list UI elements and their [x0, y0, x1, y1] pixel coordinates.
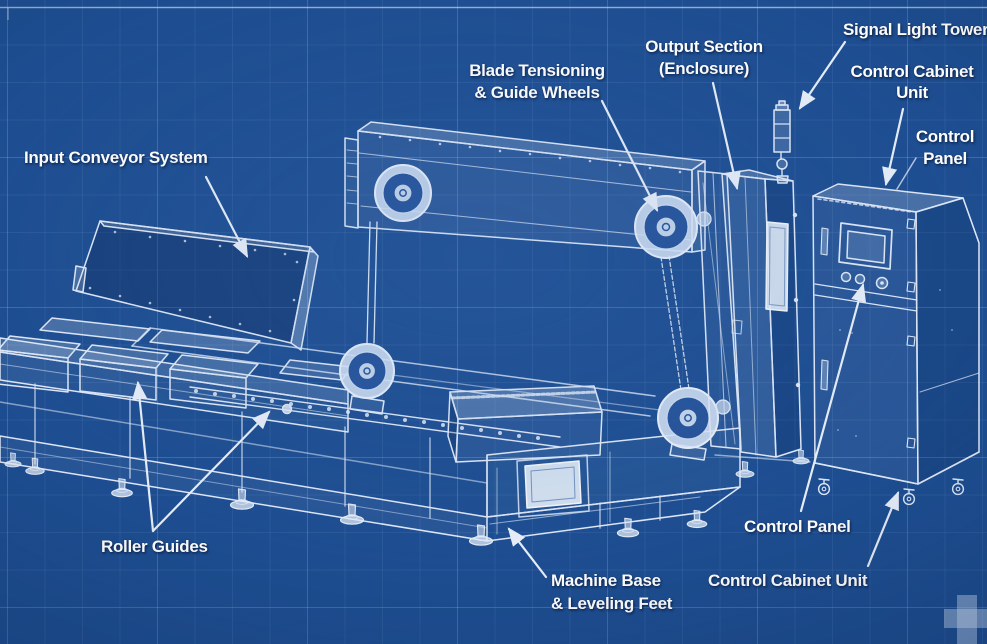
leader-control-cabinet-bottom — [866, 490, 900, 568]
signal-light-tower — [773, 100, 791, 184]
label-line: & Guide Wheels — [474, 83, 600, 102]
lower-left-wheel — [339, 343, 395, 415]
label-line: Panel — [923, 149, 967, 168]
door-hinges — [906, 218, 916, 449]
machine-base-box — [486, 427, 741, 535]
label-line: & Leveling Feet — [551, 594, 673, 613]
base-window-plate — [524, 460, 582, 509]
door-handle — [820, 227, 829, 256]
label-line: (Enclosure) — [658, 59, 750, 78]
leader-roller-guides-left — [132, 380, 155, 533]
output-enclosure — [714, 169, 811, 463]
label-roller-guides: Roller Guides — [101, 537, 208, 556]
saw-blade — [366, 221, 690, 411]
leader-blade-tensioning — [600, 99, 659, 212]
label-control-panel-right: Control Panel — [893, 126, 987, 170]
leader-output-section — [711, 81, 741, 191]
label-line: Control — [915, 127, 975, 146]
label-line: Unit — [896, 83, 928, 102]
roller-guide-blocks — [0, 317, 353, 409]
leader-input-conveyor — [204, 175, 249, 258]
label-line: Machine Base — [551, 571, 661, 590]
enclosure-window — [765, 221, 789, 312]
blade-beam — [344, 121, 706, 253]
input-conveyor-cover — [72, 220, 319, 351]
label-machine-base-leveling-feet: Machine Base & Leveling Feet — [551, 569, 672, 615]
leader-machine-base — [507, 527, 548, 579]
plus-icon — [944, 595, 987, 644]
label-line: Blade Tensioning — [469, 61, 605, 80]
upper-left-wheel — [374, 164, 432, 222]
label-control-panel-bottom: Control Panel — [744, 517, 851, 536]
leader-signal-light-tower — [798, 40, 847, 110]
roller-knob — [281, 403, 293, 415]
clamp-box — [447, 385, 603, 463]
saw-column — [697, 170, 742, 450]
leader-roller-guides-right — [151, 410, 271, 533]
label-line: Control Cabinet — [850, 62, 974, 81]
door-handle — [820, 359, 829, 391]
leader-lines — [132, 40, 917, 579]
leader-control-panel-top — [896, 157, 917, 190]
roller-rail — [189, 386, 561, 448]
control-cabinet — [812, 183, 980, 506]
label-line: Output Section — [645, 37, 763, 56]
lower-right-wheel — [657, 387, 731, 461]
blueprint-frame — [0, 6, 987, 20]
caster-wheels — [817, 478, 965, 506]
label-signal-light-tower: Signal Light Tower — [843, 20, 987, 39]
label-output-section-enclosure: Output Section (Enclosure) — [634, 36, 774, 80]
control-panel-knobs — [840, 271, 889, 290]
label-control-cabinet-unit-bottom: Control Cabinet Unit — [708, 571, 868, 590]
label-control-cabinet-unit-top: Control Cabinet Unit — [846, 61, 978, 103]
leader-control-panel-bottom — [799, 282, 867, 513]
leader-control-cabinet-top — [882, 107, 905, 187]
label-blade-tensioning-guide-wheels: Blade Tensioning & Guide Wheels — [451, 60, 623, 104]
label-input-conveyor-system: Input Conveyor System — [24, 148, 208, 167]
control-panel-screen — [838, 222, 893, 270]
